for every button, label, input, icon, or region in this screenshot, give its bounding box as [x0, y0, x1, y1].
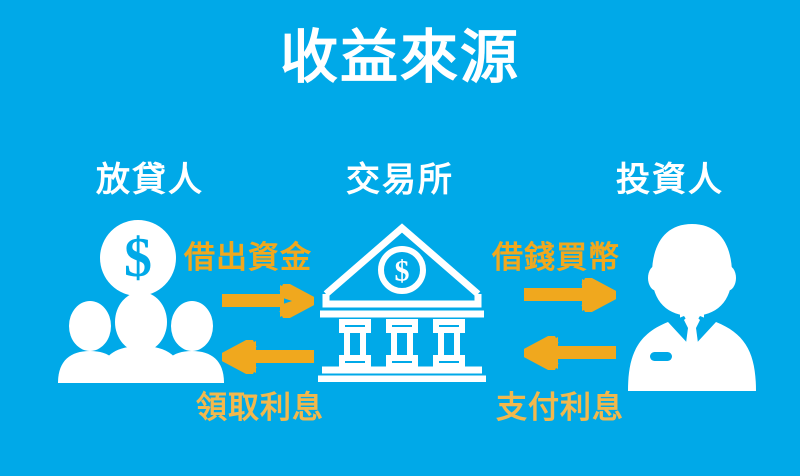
role-label-investor: 投資人 [616, 161, 724, 199]
page-title: 收益來源 [279, 25, 520, 90]
role-label-lender: 放貸人 [96, 161, 204, 199]
businessman-icon [612, 216, 772, 396]
svg-text:$: $ [395, 255, 410, 288]
svg-text:$: $ [124, 227, 152, 289]
arrow-left-pay-interest-icon [516, 333, 616, 375]
arrow-right-lend-funds-icon [222, 281, 322, 323]
person-center-icon [99, 292, 183, 383]
flow-label-pay-interest: 支付利息 [496, 390, 624, 425]
flow-label-receive-interest: 領取利息 [196, 390, 324, 425]
arrow-right-borrow-buy-coin-icon [524, 275, 624, 317]
flow-label-borrow-buy-coin: 借錢買幣 [492, 240, 620, 275]
flow-label-lend-funds: 借出資金 [184, 240, 312, 275]
dollar-coin-icon: $ [100, 220, 176, 296]
bank-building-icon: $ [316, 222, 488, 387]
role-label-exchange: 交易所 [346, 161, 454, 199]
arrow-left-receive-interest-icon [214, 337, 314, 379]
people-group-with-dollar-coin-icon: $ [52, 218, 232, 388]
bank-dollar-coin-icon: $ [378, 246, 426, 294]
